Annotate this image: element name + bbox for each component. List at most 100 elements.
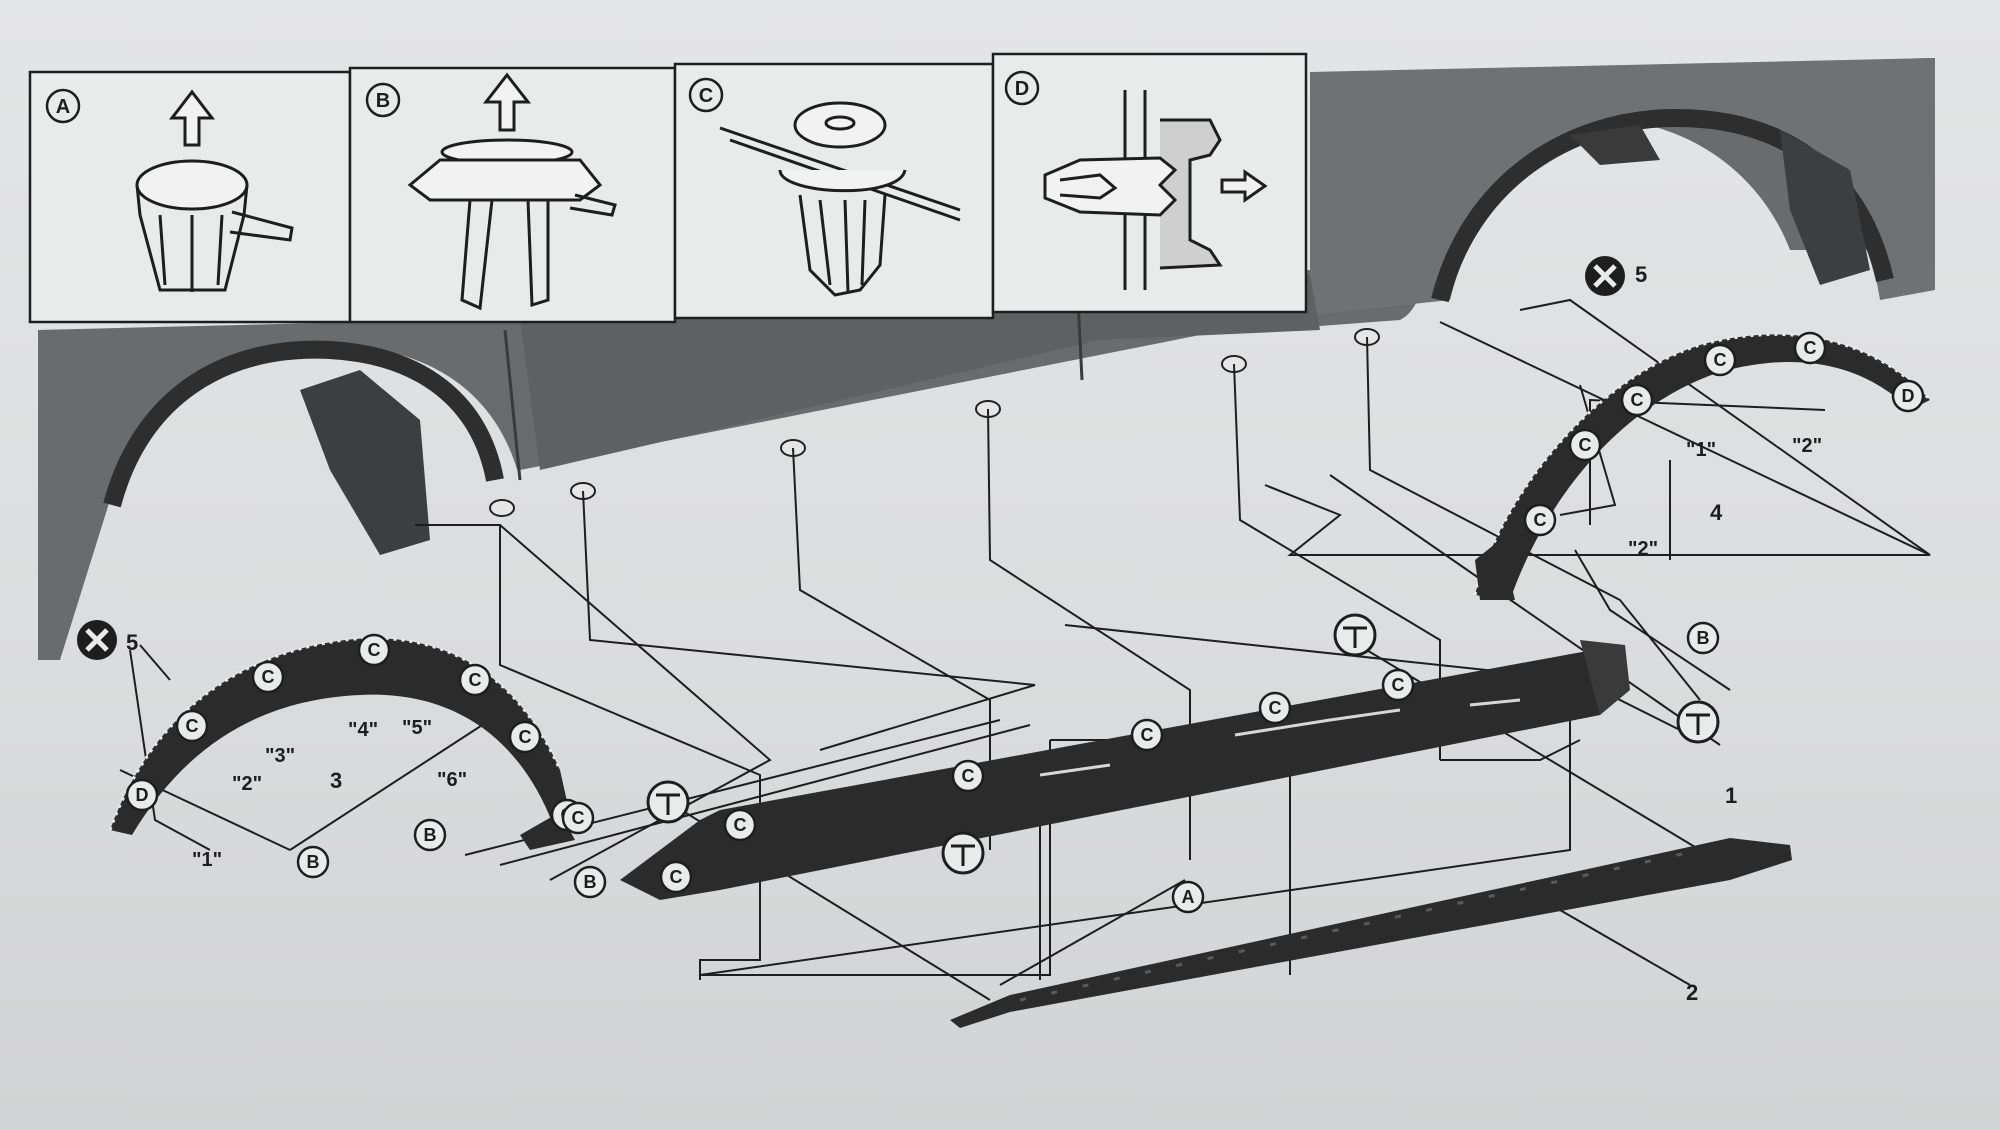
label-q2-rear-bottom: "2" (1628, 538, 1658, 560)
callout-circle (458, 663, 492, 697)
panel-letter-circle (688, 77, 724, 113)
clip-callout-c: C (508, 720, 542, 754)
callout-circle (1381, 668, 1415, 702)
clip-callout-c: C (1523, 503, 1557, 537)
callout-circle (561, 801, 595, 835)
callout-letter: A (1182, 887, 1195, 907)
label-q6: "6" (437, 769, 467, 791)
up-arrow-icon (168, 89, 216, 147)
door-lower-panel (520, 275, 1320, 470)
part-number-labels: 5 5 3 4 1 2 "3" "2" "1" "4" "5" "6" "1" … (126, 262, 1822, 1005)
callout-letter: C (1631, 390, 1644, 410)
callout-letter: C (1804, 338, 1817, 358)
label-q5: "5" (402, 717, 432, 739)
clip-a-illustration (135, 89, 294, 292)
callout-circle (125, 778, 159, 812)
callout-letter: C (734, 815, 747, 835)
callout-circle (723, 808, 757, 842)
callout-circle (413, 818, 447, 852)
label-q3: "3" (265, 745, 295, 767)
callout-circle (951, 759, 985, 793)
label-q2-rear-top: "2" (1792, 435, 1822, 457)
part-1-molding (620, 645, 1625, 900)
clip-callout-b: B (1686, 621, 1720, 655)
label-part-4: 4 (1710, 500, 1723, 525)
clip-callout-b: B (296, 845, 330, 879)
label-part-3: 3 (330, 768, 342, 793)
screw-icon (1333, 613, 1377, 657)
clip-callout-c: C (251, 660, 285, 694)
clip-d-illustration (1043, 90, 1268, 290)
callout-letter: D (136, 785, 149, 805)
screw-icon (646, 780, 690, 824)
rear-liner (1780, 130, 1870, 285)
clip-c-illustration (719, 101, 961, 297)
no-reuse-mark-rear (1585, 256, 1625, 296)
callout-circle (357, 633, 391, 667)
callout-letter: D (1902, 386, 1915, 406)
callout-letter: B (584, 872, 597, 892)
callout-circle (251, 660, 285, 694)
callout-circle (508, 720, 542, 754)
callout-circle (175, 709, 209, 743)
label-q1-rear: "1" (1686, 439, 1716, 461)
clip-callout-a: A (1171, 880, 1205, 914)
clip-callout-b: B (573, 865, 607, 899)
callout-circle (296, 845, 330, 879)
up-arrow-icon (482, 72, 532, 132)
front-wheel-arch (103, 340, 504, 508)
clip-callout-c: C (1793, 331, 1827, 365)
callout-letter: C (519, 727, 532, 747)
panel-letter-c: C (699, 85, 713, 107)
panel-letter-d: D (1015, 78, 1029, 100)
label-part-5-rear: 5 (1635, 262, 1647, 287)
callout-letter: C (1392, 675, 1405, 695)
clip-callout-c: C (458, 663, 492, 697)
clip-callout-b: B (413, 818, 447, 852)
clip-b-illustration (407, 72, 617, 311)
callout-circle (1258, 691, 1292, 725)
clip-callout-c: C (1703, 343, 1737, 377)
front-liner (300, 370, 430, 555)
panel-letter-a: A (56, 96, 70, 118)
callout-letter: C (368, 640, 381, 660)
rocker-molding-part-1 (620, 640, 1630, 900)
callout-circle (1686, 621, 1720, 655)
mount-hole (489, 499, 515, 517)
callout-letter: C (670, 867, 683, 887)
vehicle-body (38, 58, 1935, 660)
rocker-molding-part-2 (950, 838, 1792, 1028)
callout-letter: B (307, 852, 320, 872)
screw-icon (941, 831, 985, 875)
label-q4: "4" (348, 719, 378, 741)
label-part-2: 2 (1686, 980, 1698, 1005)
callout-circle (1620, 383, 1654, 417)
callout-circle (1523, 503, 1557, 537)
no-reuse-mark-front (77, 620, 117, 660)
label-q1-front: "1" (192, 849, 222, 871)
callout-letter: B (1697, 628, 1710, 648)
screw-icon (1676, 700, 1720, 744)
callout-letter: C (572, 808, 585, 828)
clip-callout-c: C (1258, 691, 1292, 725)
callout-circle (1568, 428, 1602, 462)
front-flare-body (110, 638, 570, 835)
clip-callout-c: C (951, 759, 985, 793)
clip-callout-c: C (659, 860, 693, 894)
callout-letter: C (1534, 510, 1547, 530)
rear-fender-flare (1473, 333, 1932, 600)
clip-inset-panels: A B C D (28, 52, 1308, 324)
clip-callout-c: C (1568, 428, 1602, 462)
callout-letter: C (1269, 698, 1282, 718)
clip-callouts: CCCCCCCDBBBCCCCCCABCCCCCD (125, 331, 1925, 914)
callout-circle (1793, 331, 1827, 365)
right-arrow-icon (1220, 169, 1268, 203)
callout-letter: C (262, 667, 275, 687)
front-fender-flare (108, 636, 575, 850)
label-q2-front: "2" (232, 773, 262, 795)
clip-callout-c: C (175, 709, 209, 743)
screws (646, 613, 1720, 875)
callout-letter: C (1579, 435, 1592, 455)
clip-callout-c: C (723, 808, 757, 842)
